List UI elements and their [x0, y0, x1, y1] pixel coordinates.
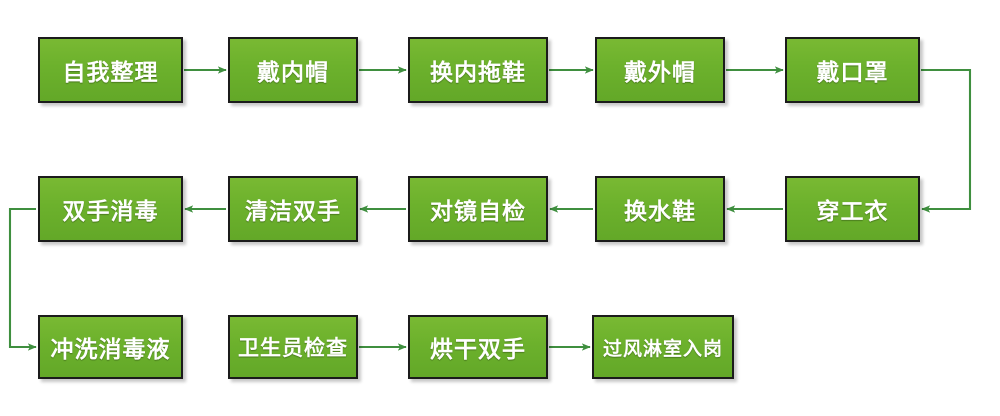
node-label: 对镜自检 — [430, 198, 526, 224]
node-label: 戴口罩 — [816, 59, 889, 85]
node-label: 戴内帽 — [257, 59, 329, 85]
node-label: 换内拖鞋 — [430, 59, 526, 85]
node-self-grooming[interactable]: 自我整理 — [38, 37, 183, 103]
node-wear-outer-cap[interactable]: 戴外帽 — [595, 37, 725, 103]
node-wear-mask[interactable]: 戴口罩 — [785, 37, 920, 103]
node-disinfect-hands[interactable]: 双手消毒 — [38, 176, 183, 242]
node-label: 卫生员检查 — [238, 337, 348, 360]
node-wear-inner-cap[interactable]: 戴内帽 — [228, 37, 358, 103]
node-air-shower-to-post[interactable]: 过风淋室入岗 — [592, 315, 734, 379]
edge-n10-n11 — [8, 207, 37, 351]
edge-n5-n6 — [921, 68, 972, 213]
node-label: 过风淋室入岗 — [602, 338, 723, 360]
node-clean-hands[interactable]: 清洁双手 — [228, 176, 358, 242]
node-label: 清洁双手 — [245, 198, 341, 224]
node-label: 换水鞋 — [624, 198, 696, 224]
node-label: 戴外帽 — [624, 59, 696, 85]
node-wear-work-clothes[interactable]: 穿工衣 — [785, 176, 920, 242]
node-label: 双手消毒 — [62, 198, 159, 224]
node-hygienist-inspection[interactable]: 卫生员检查 — [228, 315, 358, 379]
node-change-water-boots[interactable]: 换水鞋 — [595, 176, 725, 242]
node-label: 穿工衣 — [816, 198, 889, 224]
node-label: 冲洗消毒液 — [50, 336, 171, 362]
node-label: 烘干双手 — [430, 336, 526, 362]
node-rinse-disinfectant[interactable]: 冲洗消毒液 — [38, 315, 183, 379]
node-change-inner-slippers[interactable]: 换内拖鞋 — [408, 37, 548, 103]
node-mirror-self-check[interactable]: 对镜自检 — [408, 176, 548, 242]
node-dry-hands[interactable]: 烘干双手 — [408, 315, 548, 379]
node-label: 自我整理 — [62, 59, 159, 85]
